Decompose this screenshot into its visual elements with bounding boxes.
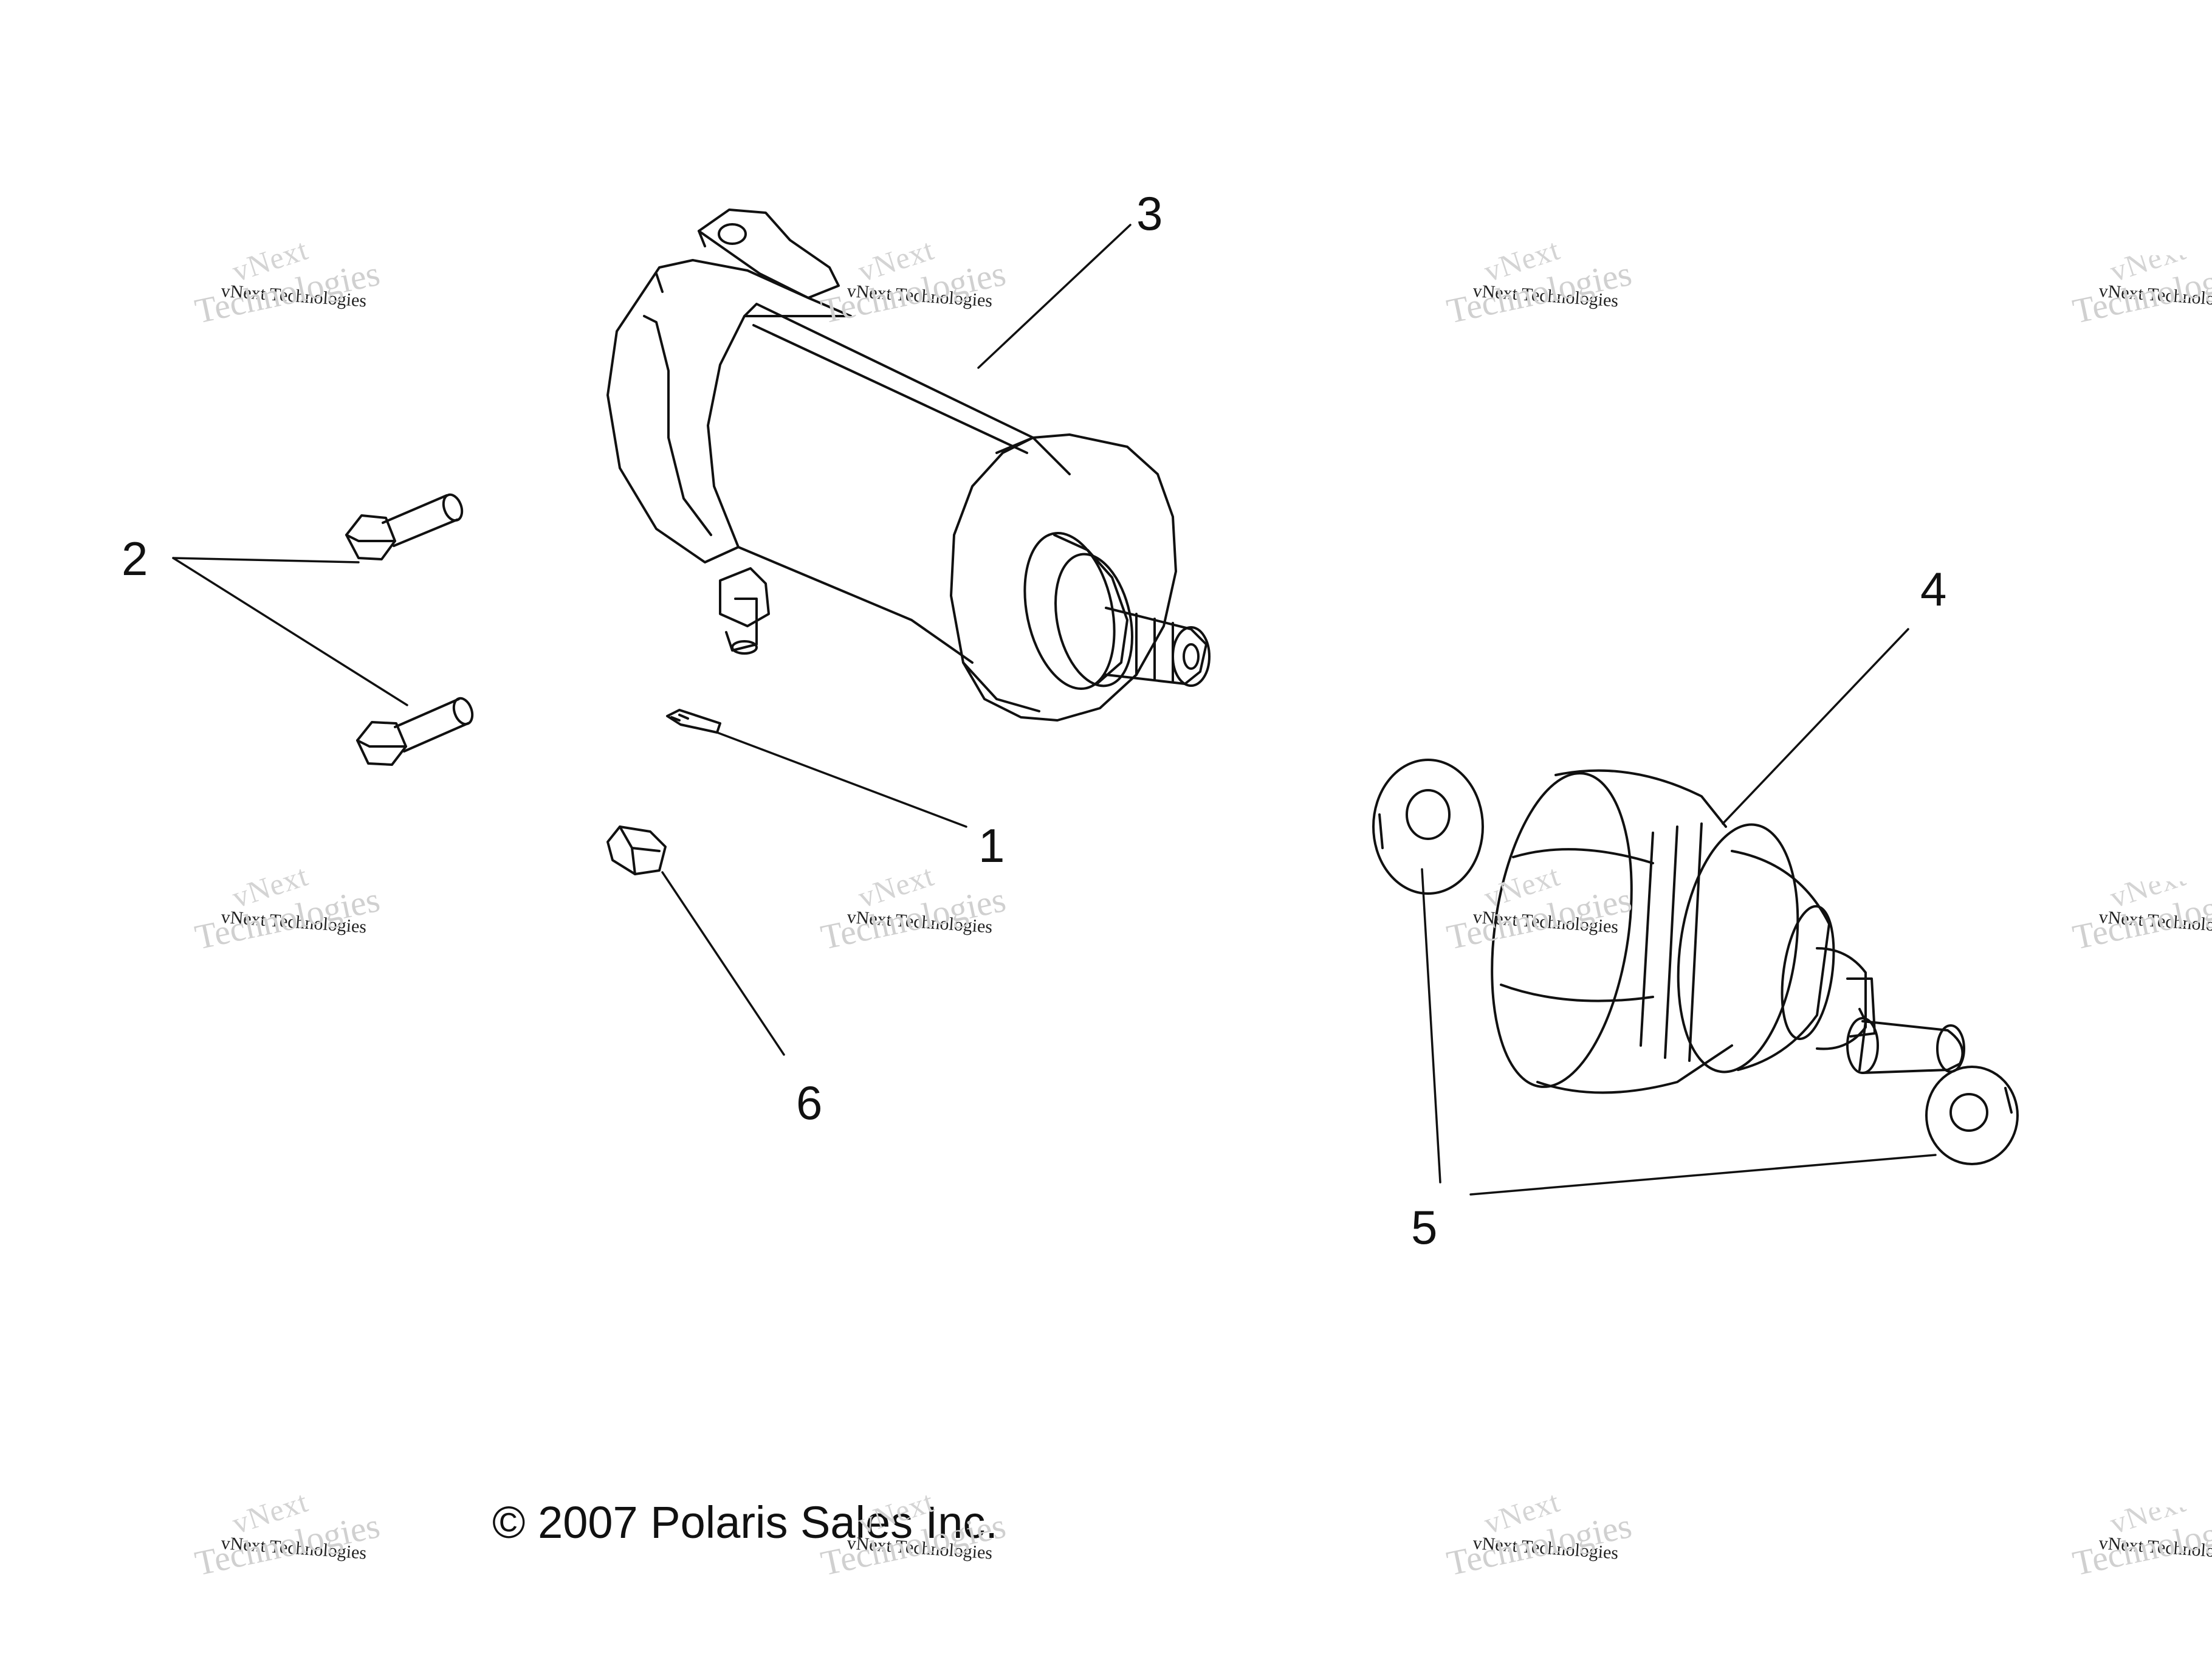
callout-3: 3: [1136, 187, 1163, 240]
starter-drive: [1491, 769, 1965, 1094]
callout-2: 2: [122, 532, 148, 585]
washer-left: [1372, 759, 1484, 895]
callout-4: 4: [1920, 562, 1947, 616]
nut-part: [606, 825, 667, 875]
leader-lines: [172, 224, 1937, 1196]
starter-motor: [606, 208, 1211, 722]
callout-5: 5: [1411, 1201, 1438, 1254]
washer-right: [1925, 1066, 2019, 1165]
mounting-bolt-upper: [345, 493, 464, 560]
callout-1: 1: [978, 819, 1005, 872]
callout-6: 6: [796, 1076, 823, 1129]
copyright-notice: © 2007 Polaris Sales Inc.: [492, 1497, 998, 1548]
o-ring-part: [666, 709, 721, 734]
mounting-bolt-lower: [356, 697, 474, 766]
